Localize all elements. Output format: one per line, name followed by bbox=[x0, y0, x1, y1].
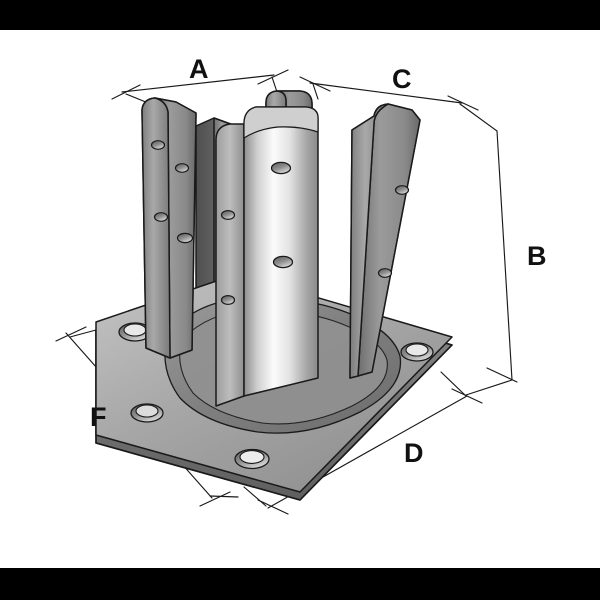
center-post-channel bbox=[215, 106, 319, 407]
anchor-hole-front-left bbox=[130, 403, 164, 423]
letterbox-top bbox=[0, 0, 600, 30]
dimension-label-b: B bbox=[527, 241, 547, 271]
post-base-part bbox=[95, 90, 453, 501]
front-right-arm bbox=[349, 103, 421, 379]
front-left-arm bbox=[141, 97, 197, 359]
anchor-hole-rear-right bbox=[400, 342, 434, 362]
anchor-hole-front-right bbox=[234, 448, 270, 470]
dimension-label-f: F bbox=[90, 402, 107, 432]
letterbox-bottom bbox=[0, 568, 600, 600]
anchor-hole-rear-left bbox=[118, 322, 152, 342]
dimension-label-a: A bbox=[189, 54, 209, 84]
dimension-label-d: D bbox=[404, 438, 424, 468]
dimension-label-c: C bbox=[392, 64, 412, 94]
